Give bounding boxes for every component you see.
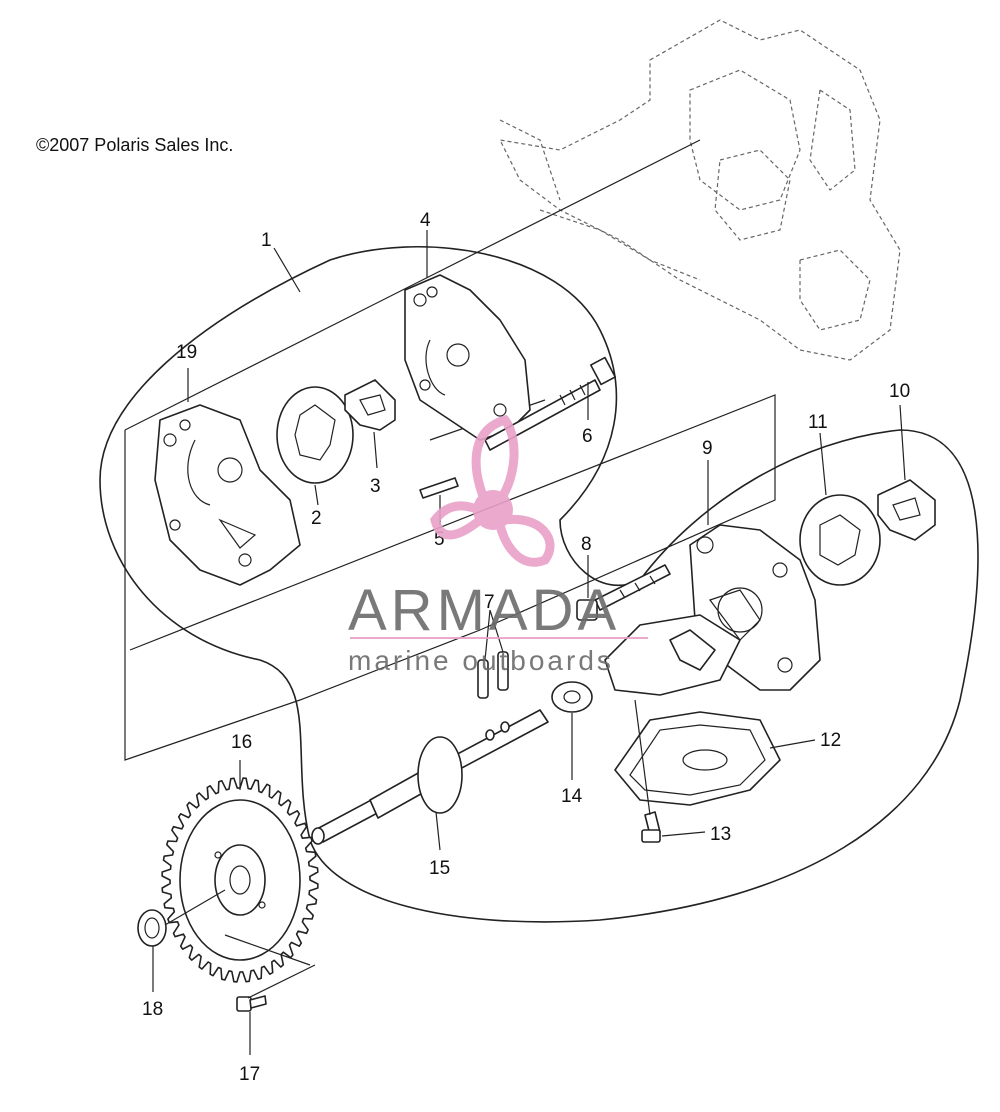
leader-lines	[152, 230, 906, 1055]
callout-4: 4	[420, 210, 431, 231]
gear-16	[161, 777, 319, 983]
gasket-12	[614, 711, 781, 806]
callout-1: 1	[261, 230, 272, 251]
callout-18: 18	[142, 999, 163, 1020]
callout-6: 6	[582, 426, 593, 447]
watermark-subtitle: marine outboards	[348, 645, 614, 676]
pins-7	[477, 651, 509, 699]
callout-14: 14	[561, 786, 583, 807]
outer-rotor-2	[276, 386, 354, 484]
callout-16: 16	[231, 732, 252, 753]
callout-2: 2	[311, 508, 322, 529]
watermark-title: ARMADA	[348, 578, 620, 643]
callout-10: 10	[889, 381, 910, 402]
callout-11: 11	[808, 412, 828, 433]
inner-rotor-10	[877, 479, 936, 541]
inner-rotor-3	[344, 379, 396, 431]
outer-rotor-11	[799, 494, 881, 586]
pump-cover-plate	[604, 614, 741, 696]
callout-19: 19	[176, 342, 197, 363]
washer-18	[137, 909, 167, 947]
callout-7: 7	[484, 592, 495, 613]
callout-numbers: 1 2 3 4 5 6 7 8 9 10 11 12 13 14 15 16 1…	[142, 210, 910, 1085]
pin-5	[419, 477, 459, 499]
bolt-8	[576, 564, 671, 621]
shaft-15	[311, 709, 549, 845]
callout-3: 3	[370, 476, 381, 497]
callout-13: 13	[710, 824, 731, 845]
armada-watermark: ARMADA marine outboards	[348, 414, 648, 676]
callout-8: 8	[581, 534, 592, 555]
pump-plate-4	[404, 274, 531, 441]
callout-5: 5	[434, 529, 445, 550]
propeller-logo-icon	[430, 414, 555, 567]
copyright-text: ©2007 Polaris Sales Inc.	[36, 135, 234, 155]
bolt-17	[236, 995, 267, 1012]
pump-housing-rear-19	[154, 404, 301, 586]
screw-13	[634, 699, 661, 843]
washer-14	[551, 681, 593, 713]
callout-17: 17	[239, 1064, 260, 1085]
callout-15: 15	[429, 858, 450, 879]
callout-12: 12	[820, 730, 841, 751]
assembly-1-boundary	[99, 246, 979, 923]
engine-case-outline	[498, 19, 901, 361]
callout-9: 9	[702, 438, 713, 459]
